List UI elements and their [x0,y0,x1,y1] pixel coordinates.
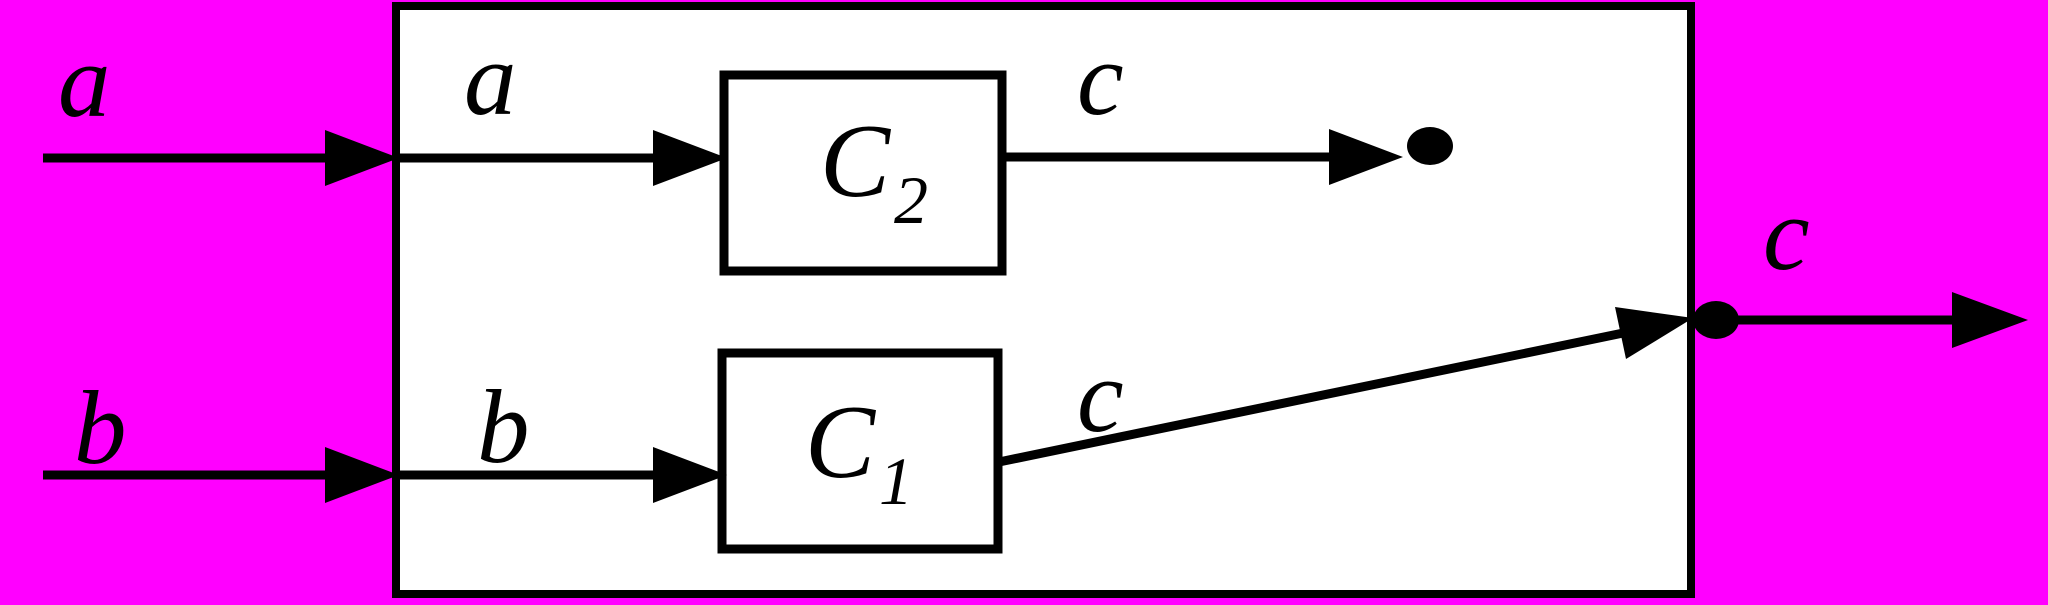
diagram-ink-layer: a a b b C2 C1 c c c [43,2,2028,598]
system-output-wire-label: c [1763,175,1810,292]
block-c2-label: C2 [820,102,928,238]
input-b-label-inside: b [477,368,530,485]
arrow-system-output [1693,292,2028,348]
c1-output-wire-label: c [1077,337,1124,454]
wire-c1-output [998,327,1629,467]
arrow-c1-output-diagonal [998,307,1693,467]
input-a-label-outside: a [58,22,111,139]
arrow-input-a-inside [396,130,727,186]
arrowhead-icon [1329,129,1403,185]
arrowhead-icon [325,130,399,186]
block-c2-box [719,70,1007,276]
arrowhead-icon [653,447,727,503]
block-c1-subscript: 1 [879,443,913,519]
block-c2-name: C [820,102,892,219]
block-c1-label: C1 [805,383,913,519]
input-a-label-inside: a [464,20,517,137]
arrow-c2-output [1003,127,1453,185]
terminal-dot-c2 [1407,127,1453,165]
block-c2-subscript: 2 [894,162,928,238]
arrow-input-b-inside [396,447,727,503]
system-boundary-box [392,2,1695,598]
c2-output-wire-label: c [1077,20,1124,137]
block-c1-box [717,348,1003,554]
arrowhead-icon [325,447,399,503]
block-c1-name: C [805,383,877,500]
arrowhead-icon [653,130,727,186]
arrow-input-a-outside [43,130,399,186]
arrowhead-icon [1615,307,1693,359]
arrow-input-b-outside [43,447,399,503]
arrowhead-icon [1952,292,2028,348]
input-b-label-outside: b [74,369,127,486]
